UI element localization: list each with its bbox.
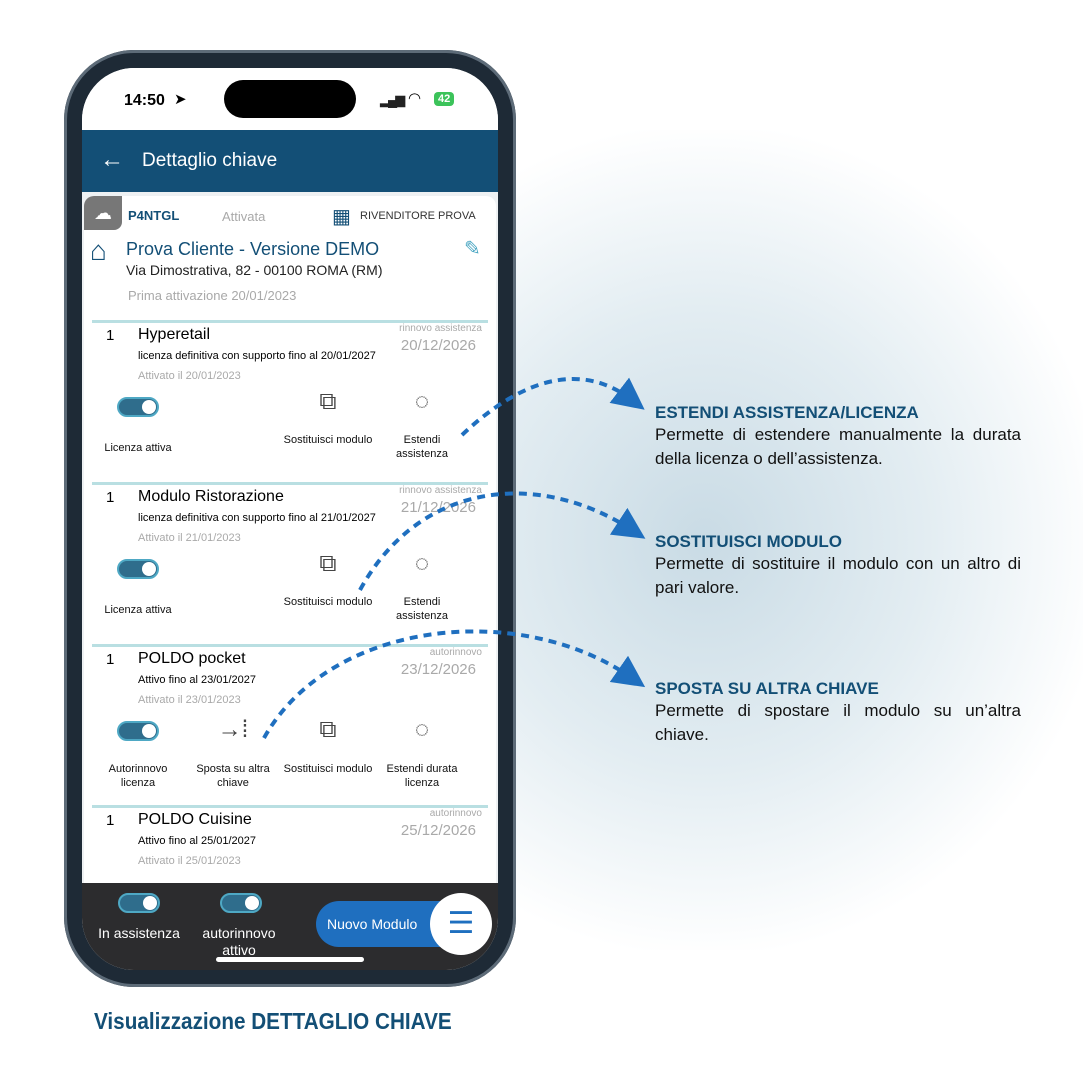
annotation-title: SPOSTA SU ALTRA CHIAVE <box>655 679 879 698</box>
module-qty: 1 <box>106 651 115 668</box>
annotation-sposta: SPOSTA SU ALTRA CHIAVE Permette di spost… <box>655 679 1021 747</box>
renew-date: 23/12/2026 <box>400 661 476 678</box>
arrow-sposta <box>262 629 646 739</box>
app-header: ← Dettaglio chiave <box>82 130 498 192</box>
edit-pencil-icon[interactable]: ✎ <box>464 238 481 260</box>
module-name: POLDO Cuisine <box>138 811 252 828</box>
annotation-title: ESTENDI ASSISTENZA/LICENZA <box>655 403 919 422</box>
action-label[interactable]: Licenza attiva <box>104 604 172 616</box>
module-desc: licenza definitiva con supporto fino al … <box>138 350 376 362</box>
annotation-estendi: ESTENDI ASSISTENZA/LICENZA Permette di e… <box>655 403 1021 471</box>
first-activation: Prima attivazione 20/01/2023 <box>128 288 297 303</box>
in-assistenza-toggle[interactable] <box>118 893 160 913</box>
module-desc: licenza definitiva con supporto fino al … <box>138 512 376 524</box>
extend-dial-icon[interactable]: ◌ <box>414 716 430 743</box>
bottom-bar: In assistenza autorinnovo attivo Nuovo M… <box>82 883 498 970</box>
key-card: ☁ P4NTGL Attivata ▦ RIVENDITORE PROVA ⌂ … <box>84 196 496 896</box>
renew-date: 20/12/2026 <box>400 337 476 354</box>
location-icon: ➤ <box>174 91 187 108</box>
module-toggle[interactable] <box>117 721 159 741</box>
annotation-title: SOSTITUISCI MODULO <box>655 532 842 551</box>
cloud-key-icon: ☁ <box>84 196 122 230</box>
module-activated: Attivato il 23/01/2023 <box>138 694 241 706</box>
extend-dial-icon[interactable]: ◌ <box>414 388 430 415</box>
action-label[interactable]: Licenza attiva <box>104 442 172 454</box>
action-label[interactable]: Estendi assistenza <box>396 434 448 460</box>
module-desc: Attivo fino al 25/01/2027 <box>138 835 257 847</box>
replace-module-icon[interactable]: ⧉ <box>319 716 337 743</box>
module-row: 1 POLDO pocket Attivo fino al 23/01/2027… <box>82 644 498 804</box>
autorinnovo-toggle[interactable] <box>220 893 262 913</box>
module-qty: 1 <box>106 489 115 506</box>
action-label[interactable]: Estendi durata licenza <box>386 763 458 789</box>
status-bar: 14:50 ➤ ▂▄▆ ◠ 42 <box>82 68 498 130</box>
module-toggle[interactable] <box>117 397 159 417</box>
building-icon: ▦ <box>332 206 351 228</box>
replace-module-icon[interactable]: ⧉ <box>319 388 337 415</box>
action-label[interactable]: Sostituisci modulo <box>283 596 373 608</box>
document-icon[interactable]: ☰ <box>430 893 492 955</box>
module-activated: Attivato il 25/01/2023 <box>138 855 241 867</box>
annotation-sostituisci: SOSTITUISCI MODULO Permette di sostituir… <box>655 532 1021 600</box>
back-arrow-icon[interactable]: ← <box>100 146 124 173</box>
replace-module-icon[interactable]: ⧉ <box>319 550 337 577</box>
signal-icon: ▂▄▆ <box>380 92 405 107</box>
annotation-text: Permette di sostituire il modulo con un … <box>655 554 1021 597</box>
module-toggle[interactable] <box>117 559 159 579</box>
arrow-sostituisci <box>358 491 646 591</box>
renew-date: 25/12/2026 <box>400 822 476 839</box>
wifi-icon: ◠ <box>408 90 422 107</box>
key-code: P4NTGL <box>128 208 180 223</box>
home-indicator <box>216 957 364 962</box>
key-state: Attivata <box>222 209 266 224</box>
caption: Visualizzazione DETTAGLIO CHIAVE <box>94 1008 452 1034</box>
module-activated: Attivato il 21/01/2023 <box>138 532 241 544</box>
store-icon: ⌂ <box>90 235 107 266</box>
extend-dial-icon[interactable]: ◌ <box>414 550 430 577</box>
renew-label: rinnovo assistenza <box>399 485 482 496</box>
renew-label: rinnovo assistenza <box>399 323 482 334</box>
module-name: POLDO pocket <box>138 650 246 667</box>
action-label[interactable]: Estendi assistenza <box>396 596 448 622</box>
battery-icon: 42 <box>434 92 455 106</box>
module-qty: 1 <box>106 812 115 829</box>
module-separator <box>92 482 488 485</box>
move-arrow-icon[interactable]: →⁞ <box>217 716 249 743</box>
reseller-name: RIVENDITORE PROVA <box>360 210 476 222</box>
annotation-text: Permette di estendere manualmente la dur… <box>655 425 1021 468</box>
annotation-text: Permette di spostare il modulo su un’alt… <box>655 701 1021 744</box>
action-label[interactable]: Autorinnovo licenza <box>108 763 168 789</box>
client-name: Prova Cliente - Versione DEMO <box>126 239 380 259</box>
module-activated: Attivato il 20/01/2023 <box>138 370 241 382</box>
renew-label: autorinnovo <box>429 647 482 658</box>
autorinnovo-label: autorinnovo attivo <box>202 925 276 958</box>
module-row: 1 POLDO Cuisine Attivo fino al 25/01/202… <box>82 805 498 965</box>
module-qty: 1 <box>106 327 115 344</box>
action-label[interactable]: Sposta su altra chiave <box>196 763 270 789</box>
arrow-estendi <box>460 377 645 437</box>
module-name: Modulo Ristorazione <box>138 488 284 505</box>
content-area: ☁ P4NTGL Attivata ▦ RIVENDITORE PROVA ⌂ … <box>82 192 498 896</box>
module-separator <box>92 805 488 808</box>
action-label[interactable]: Sostituisci modulo <box>283 434 373 446</box>
module-row: 1 Hyperetail licenza definitiva con supp… <box>82 320 498 480</box>
page-title: Dettaglio chiave <box>142 150 278 171</box>
renew-label: autorinnovo <box>429 808 482 819</box>
client-address: Via Dimostrativa, 82 - 00100 ROMA (RM) <box>126 262 383 278</box>
clock: 14:50 <box>124 92 165 109</box>
action-label[interactable]: Sostituisci modulo <box>283 763 373 775</box>
module-separator <box>92 320 488 323</box>
module-desc: Attivo fino al 23/01/2027 <box>138 674 257 686</box>
dynamic-island <box>224 80 356 118</box>
module-name: Hyperetail <box>138 326 211 343</box>
module-separator <box>92 644 488 647</box>
in-assistenza-label: In assistenza <box>98 925 180 941</box>
